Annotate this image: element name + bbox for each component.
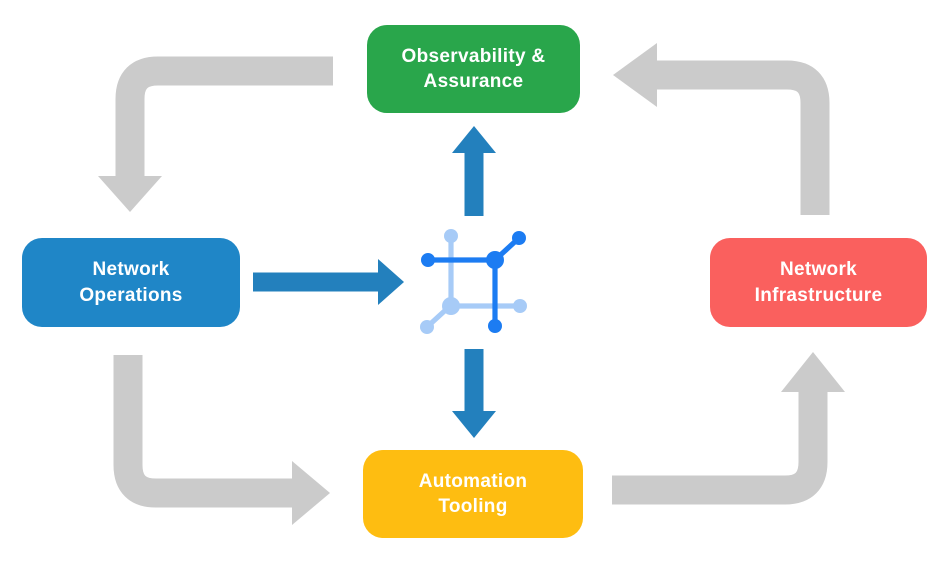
arrow-shaft	[655, 60, 830, 215]
node-label: Observability & Assurance	[401, 45, 546, 92]
arrow-head	[781, 352, 845, 392]
icon-dark-junction	[486, 251, 504, 269]
arrow-head	[452, 411, 496, 438]
network-nodes-icon	[420, 229, 527, 334]
arrow-shaft	[113, 355, 292, 508]
hub-arrow-icon-to-observability	[452, 126, 496, 216]
arrow-head	[98, 176, 162, 212]
node-automation-tooling: Automation Tooling	[363, 450, 583, 538]
icon-dark-node	[421, 253, 435, 267]
arrow-shaft	[115, 56, 333, 178]
cycle-arrow-observability-to-operations	[98, 56, 333, 212]
node-label: Network Infrastructure	[754, 259, 883, 306]
arrow-shaft	[612, 390, 828, 505]
cycle-arrow-infrastructure-to-observability	[613, 43, 830, 215]
icon-light-node	[420, 320, 434, 334]
hub-arrow-operations-to-icon	[253, 259, 404, 305]
node-network-infrastructure: Network Infrastructure	[710, 238, 927, 327]
hub-arrow-icon-to-automation	[452, 349, 496, 438]
icon-dark-node	[512, 231, 526, 245]
node-network-operations: Network Operations	[22, 238, 240, 327]
cycle-arrow-automation-to-infrastructure	[612, 352, 845, 505]
node-observability-assurance: Observability & Assurance	[367, 25, 580, 113]
icon-light-node	[444, 229, 458, 243]
icon-light-junction	[442, 297, 460, 315]
arrow-head	[292, 461, 330, 525]
arrow-head	[378, 259, 404, 305]
node-label: Automation Tooling	[418, 470, 528, 517]
node-label: Network Operations	[79, 259, 183, 306]
icon-dark-node	[488, 319, 502, 333]
cycle-arrow-operations-to-automation	[113, 355, 330, 525]
icon-light-node	[513, 299, 527, 313]
arrow-head	[452, 126, 496, 153]
arrow-head	[613, 43, 657, 107]
